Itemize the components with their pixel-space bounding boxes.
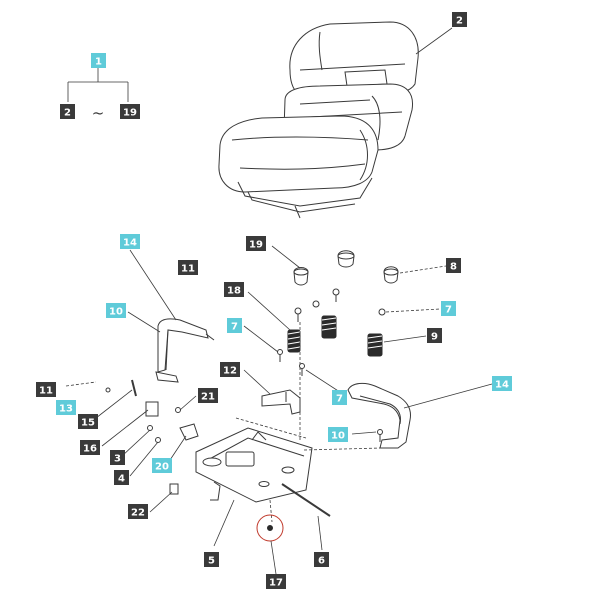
- callout-19: 19: [246, 236, 266, 251]
- callout-10-left: 10: [106, 303, 126, 318]
- svg-text:3: 3: [114, 454, 121, 465]
- callout-2-top: 2: [452, 12, 467, 27]
- svg-text:11: 11: [181, 264, 195, 275]
- callout-19-range: 19: [120, 104, 140, 119]
- left-armrest-drawing: [155, 318, 215, 383]
- svg-text:14: 14: [495, 380, 509, 391]
- svg-text:19: 19: [123, 108, 137, 119]
- callout-4: 4: [114, 470, 129, 485]
- svg-text:7: 7: [231, 322, 238, 333]
- bolt-parts: [277, 288, 386, 442]
- callout-2-range: 2: [60, 104, 75, 119]
- callout-7-mid: 7: [332, 390, 347, 405]
- callout-17: 17: [266, 574, 286, 589]
- assembly-range-bracket: ~: [67, 68, 129, 122]
- callout-16: 16: [80, 440, 100, 455]
- right-armrest-drawing: [347, 382, 411, 449]
- callout-11-left: 11: [36, 382, 56, 397]
- svg-text:22: 22: [131, 508, 145, 519]
- svg-text:5: 5: [208, 556, 215, 567]
- svg-text:11: 11: [39, 386, 53, 397]
- callout-3: 3: [110, 450, 125, 465]
- callout-14-right: 14: [492, 376, 512, 391]
- svg-text:16: 16: [83, 444, 97, 455]
- callout-11-top: 11: [178, 260, 198, 275]
- svg-text:8: 8: [450, 262, 457, 273]
- svg-text:4: 4: [118, 474, 125, 485]
- knob-parts: [293, 250, 399, 286]
- base-plate-drawing: [195, 427, 313, 503]
- callout-7-left: 7: [227, 318, 242, 333]
- seat-cushion-drawing: [218, 21, 419, 219]
- callout-21: 21: [198, 388, 218, 403]
- svg-text:1: 1: [95, 57, 102, 68]
- callout-5: 5: [204, 552, 219, 567]
- left-hardware-parts: [105, 379, 199, 495]
- callout-7-right: 7: [441, 301, 456, 316]
- highlight-circle: [256, 514, 284, 542]
- svg-text:12: 12: [223, 366, 237, 377]
- svg-text:2: 2: [456, 16, 463, 27]
- callout-13: 13: [56, 400, 76, 415]
- callout-1: 1: [91, 53, 106, 68]
- svg-text:7: 7: [336, 394, 343, 405]
- svg-text:18: 18: [227, 286, 241, 297]
- svg-text:2: 2: [64, 108, 71, 119]
- svg-text:13: 13: [59, 404, 73, 415]
- svg-text:7: 7: [445, 305, 452, 316]
- callout-6: 6: [314, 552, 329, 567]
- callout-12: 12: [220, 362, 240, 377]
- callout-15: 15: [78, 414, 98, 429]
- callout-10-right: 10: [328, 427, 348, 442]
- svg-text:6: 6: [318, 556, 325, 567]
- callout-9: 9: [427, 328, 442, 343]
- callout-14-left: 14: [120, 234, 140, 249]
- svg-text:20: 20: [155, 462, 169, 473]
- callout-22: 22: [128, 504, 148, 519]
- bracket-part: [261, 389, 301, 415]
- callout-20: 20: [152, 458, 172, 473]
- svg-text:14: 14: [123, 238, 137, 249]
- callout-18: 18: [224, 282, 244, 297]
- svg-text:15: 15: [81, 418, 95, 429]
- callout-8: 8: [446, 258, 461, 273]
- range-tilde: ~: [92, 104, 105, 122]
- svg-text:10: 10: [109, 307, 123, 318]
- svg-text:17: 17: [269, 578, 283, 589]
- svg-text:21: 21: [201, 392, 215, 403]
- svg-text:9: 9: [431, 332, 438, 343]
- svg-text:10: 10: [331, 431, 345, 442]
- spring-parts: [287, 315, 383, 357]
- svg-text:19: 19: [249, 240, 263, 251]
- fastener-17-drawing: [256, 514, 284, 542]
